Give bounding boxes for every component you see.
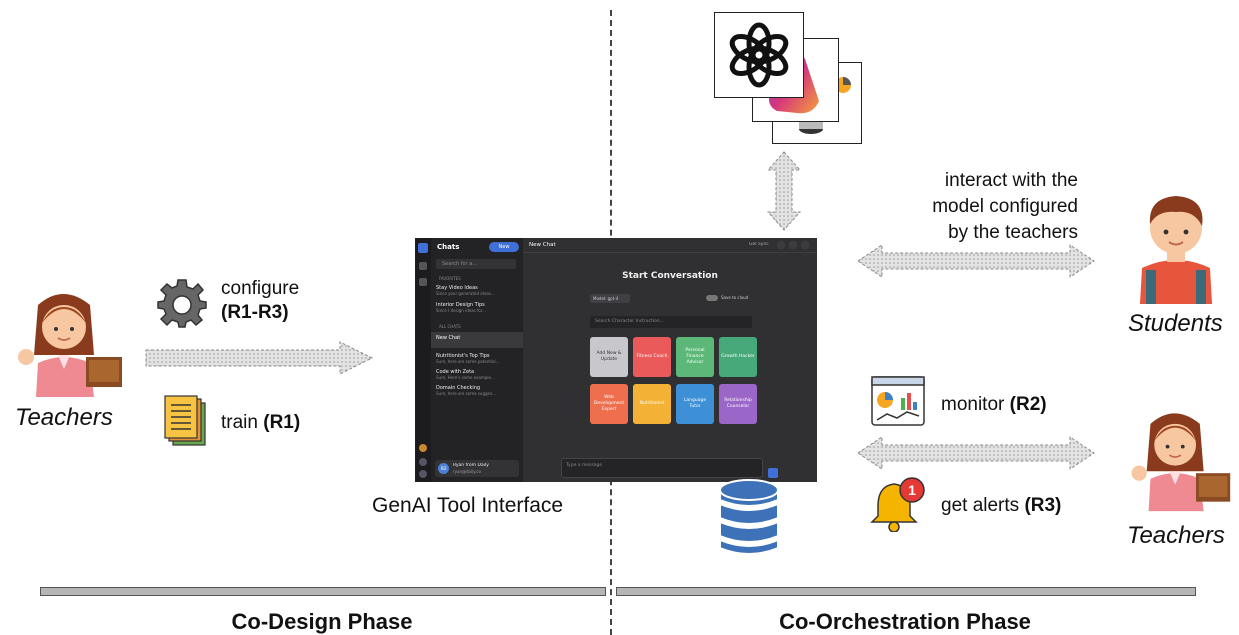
instructions-search[interactable]: Search Character Instruction... — [590, 316, 752, 328]
sidebar-title: Chats — [437, 243, 460, 251]
chat-item[interactable]: Code with Zeta Sure, Here's some example… — [436, 369, 495, 380]
alerts-label: get alerts (R3) — [941, 495, 1062, 516]
app-main: New Chat Gel Sync Start Conversation Mod… — [523, 238, 817, 482]
character-tile[interactable]: Fitness Coach — [633, 337, 671, 377]
send-icon[interactable] — [768, 468, 778, 478]
app-sidebar: Chats New Search for a... FAVORITES Stay… — [431, 238, 523, 482]
user-card[interactable]: RD Ryan from Daily ryan@daily.co — [435, 460, 519, 477]
genai-tool-screenshot: Chats New Search for a... FAVORITES Stay… — [415, 238, 817, 482]
character-tile[interactable]: Relationship Counselor — [719, 384, 757, 424]
student-icon — [1140, 196, 1212, 304]
arrow-vertical-models — [766, 151, 802, 231]
message-input[interactable]: Type a message — [561, 458, 763, 478]
train-label: train (R1) — [221, 412, 301, 433]
fav-item[interactable]: Stay Video Ideas Since your generated id… — [436, 285, 495, 296]
section-all-chats: ALL CHATS — [439, 324, 461, 329]
pie-logo-icon — [799, 77, 851, 134]
bell-badge: 1 — [908, 482, 916, 498]
user-name: Ryan from Daily — [453, 463, 489, 468]
chat-item[interactable]: Nutritionist's Top Tips Sure, here are s… — [436, 353, 500, 364]
co-design-bar — [40, 587, 606, 596]
sidebar-search[interactable]: Search for a... — [436, 259, 516, 269]
chat-item[interactable]: Domain Checking Sure, here are some sugg… — [436, 385, 496, 396]
dashboard-icon — [871, 376, 925, 426]
section-favorites: FAVORITES — [439, 276, 461, 281]
monitor-label: monitor (R2) — [941, 394, 1047, 415]
active-chat-item[interactable]: New Chat — [431, 332, 523, 348]
fav-item[interactable]: Interior Design Tips Since I design idea… — [436, 302, 486, 313]
character-tile[interactable]: Growth Hacker — [719, 337, 757, 377]
teachers-left-label: Teachers — [15, 404, 113, 431]
character-tile[interactable]: Web Development Expert — [590, 384, 628, 424]
avatar: RD — [438, 463, 449, 474]
teacher-left-icon — [18, 294, 122, 397]
configure-label: configure(R1-R3) — [221, 278, 300, 323]
students-label: Students — [1128, 310, 1223, 337]
character-tile[interactable]: Nutritionist — [633, 384, 671, 424]
document-icon — [164, 395, 206, 446]
bell-icon: 1 — [870, 477, 925, 532]
co-orchestration-label: Co-Orchestration Phase — [779, 609, 1031, 634]
header-title: New Chat — [529, 242, 556, 248]
teachers-right-label: Teachers — [1127, 522, 1225, 549]
character-tile[interactable]: Add New & Update — [590, 337, 628, 377]
interface-caption: GenAI Tool Interface — [372, 494, 564, 517]
co-design-label: Co-Design Phase — [231, 609, 413, 634]
model-select[interactable]: Model: gpt-4 — [590, 294, 630, 303]
openai-logo-icon — [729, 22, 789, 88]
teacher-right-icon — [1131, 413, 1231, 512]
header-sync[interactable]: Gel Sync — [749, 242, 769, 247]
interact-label: interact with the model configured by th… — [932, 170, 1078, 243]
arrow-teachers — [857, 436, 1095, 470]
database-icon — [719, 479, 779, 555]
start-conversation-heading: Start Conversation — [622, 271, 718, 281]
user-email: ryan@daily.co — [453, 469, 481, 474]
new-chat-button[interactable]: New — [489, 242, 519, 252]
character-tile[interactable]: Language Tutor — [676, 384, 714, 424]
gear-icon — [157, 279, 207, 328]
co-orchestration-bar — [616, 587, 1196, 596]
character-tile[interactable]: Personal Finance Advisor — [676, 337, 714, 377]
arrow-to-interface — [145, 341, 374, 375]
app-icon-rail — [415, 238, 431, 482]
arrow-students — [857, 244, 1095, 278]
model-card-1 — [714, 12, 804, 98]
save-toggle[interactable] — [706, 295, 718, 301]
save-toggle-label: Save to cloud — [721, 295, 749, 300]
